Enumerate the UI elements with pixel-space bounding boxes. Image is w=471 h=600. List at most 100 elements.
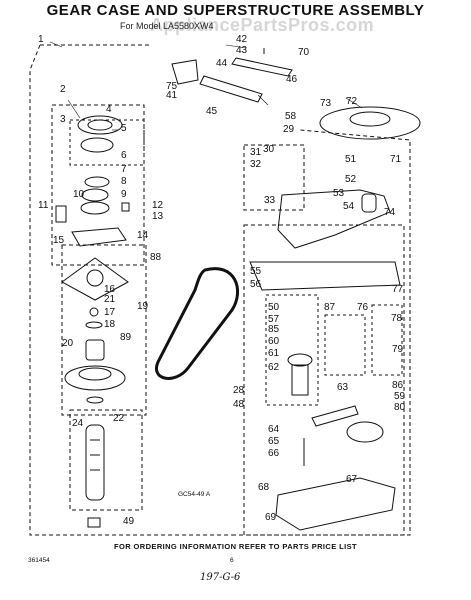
ordering-note: FOR ORDERING INFORMATION REFER TO PARTS … [114,542,357,551]
part-number-55: 55 [250,266,262,277]
part-number-59: 59 [394,391,406,402]
box-clutch [69,409,143,511]
figure-code: GC54-49 A [178,491,211,498]
part-number-1: 1 [38,34,44,45]
part-number-67: 67 [346,474,358,485]
box-right-lower [243,224,405,536]
part-number-8: 8 [121,176,127,187]
part-worm-gear [287,353,313,367]
part-gear-case [277,189,391,249]
part-number-20: 20 [62,338,74,349]
box-inner-gear [69,119,145,166]
part-number-41: 41 [166,90,178,101]
part-main-pulley [319,106,421,140]
part-number-85: 85 [268,324,280,335]
part-number-12: 12 [152,200,164,211]
part-number-22: 22 [113,413,125,424]
part-number-68: 68 [258,482,270,493]
part-number-80: 80 [394,402,406,413]
part-number-50: 50 [268,302,280,313]
part-number-3: 3 [60,114,66,125]
doc-number: 361454 [28,557,50,564]
part-drive-gear [77,115,123,135]
part-number-17: 17 [104,307,116,318]
part-belt [155,267,240,380]
part-number-9: 9 [121,189,127,200]
part-worm-shaft [291,364,309,396]
part-number-69: 69 [265,512,277,523]
part-rail-70 [231,57,293,77]
part-number-64: 64 [268,424,280,435]
part-number-19: 19 [137,301,149,312]
part-number-28: 28 [233,385,245,396]
handwritten-note: 197-G-6 [200,572,241,583]
part-number-42: 42 [236,34,248,45]
box-right-small [324,314,366,376]
watermark: AppliancePartsPros.com [150,15,375,35]
part-base-69 [275,477,396,531]
part-number-24: 24 [72,418,84,429]
part-number-87: 87 [324,302,336,313]
part-number-63: 63 [337,382,349,393]
part-number-10: 10 [73,189,85,200]
box-right-upper [243,144,305,211]
part-number-70: 70 [298,47,310,58]
part-number-21: 21 [104,294,116,305]
part-number-56: 56 [250,279,262,290]
page-title: GEAR CASE AND SUPERSTRUCTURE ASSEMBLY [46,2,425,19]
part-bolt-12 [121,202,130,212]
part-triangle-plate [61,257,129,301]
part-number-79: 79 [392,344,404,355]
part-number-13: 13 [152,211,164,222]
part-number-77: 77 [392,284,404,295]
part-number-57: 57 [268,314,280,325]
part-number-18: 18 [104,319,116,330]
part-number-62: 62 [268,362,280,373]
outer-boundary [29,44,411,536]
part-bracket-75 [171,59,199,85]
part-number-31: 31 [250,147,262,158]
page-number: 6 [230,557,234,564]
part-gasket-55 [249,261,401,291]
part-number-73: 73 [320,98,332,109]
part-number-33: 33 [264,195,276,206]
part-crank-63 [311,405,359,427]
part-number-44: 44 [216,58,228,69]
part-number-58: 58 [285,111,297,122]
part-number-11: 11 [38,200,49,211]
part-number-30: 30 [263,144,275,155]
part-number-14: 14 [137,230,149,241]
part-number-60: 60 [268,336,280,347]
part-nut [87,517,101,528]
part-pulley-gear [64,365,126,391]
part-number-15: 15 [53,235,65,246]
part-number-51: 51 [345,154,357,165]
part-number-75: 75 [166,81,178,92]
part-number-71: 71 [390,154,402,165]
part-spring-11 [55,205,67,223]
part-number-89: 89 [120,332,132,343]
model-subtitle: For Model LA5580XW4 [120,21,214,31]
part-number-7: 7 [121,164,127,175]
part-number-6: 6 [121,150,127,161]
part-number-16: 16 [104,284,116,295]
box-right-side [371,304,403,376]
part-number-88: 88 [150,252,162,263]
part-number-49: 49 [123,516,135,527]
part-number-54: 54 [343,201,355,212]
part-pinion [80,137,114,153]
part-number-74: 74 [384,207,396,218]
part-number-76: 76 [357,302,369,313]
part-bracket-plate [71,227,127,247]
part-number-66: 66 [268,448,280,459]
part-number-2: 2 [60,84,66,95]
part-number-86: 86 [392,380,404,391]
part-number-43: 43 [236,45,248,56]
part-bushing [85,339,105,361]
part-number-46: 46 [286,74,298,85]
part-number-78: 78 [391,313,403,324]
part-number-4: 4 [106,104,112,115]
part-number-29: 29 [283,124,295,135]
part-washer [81,188,109,202]
